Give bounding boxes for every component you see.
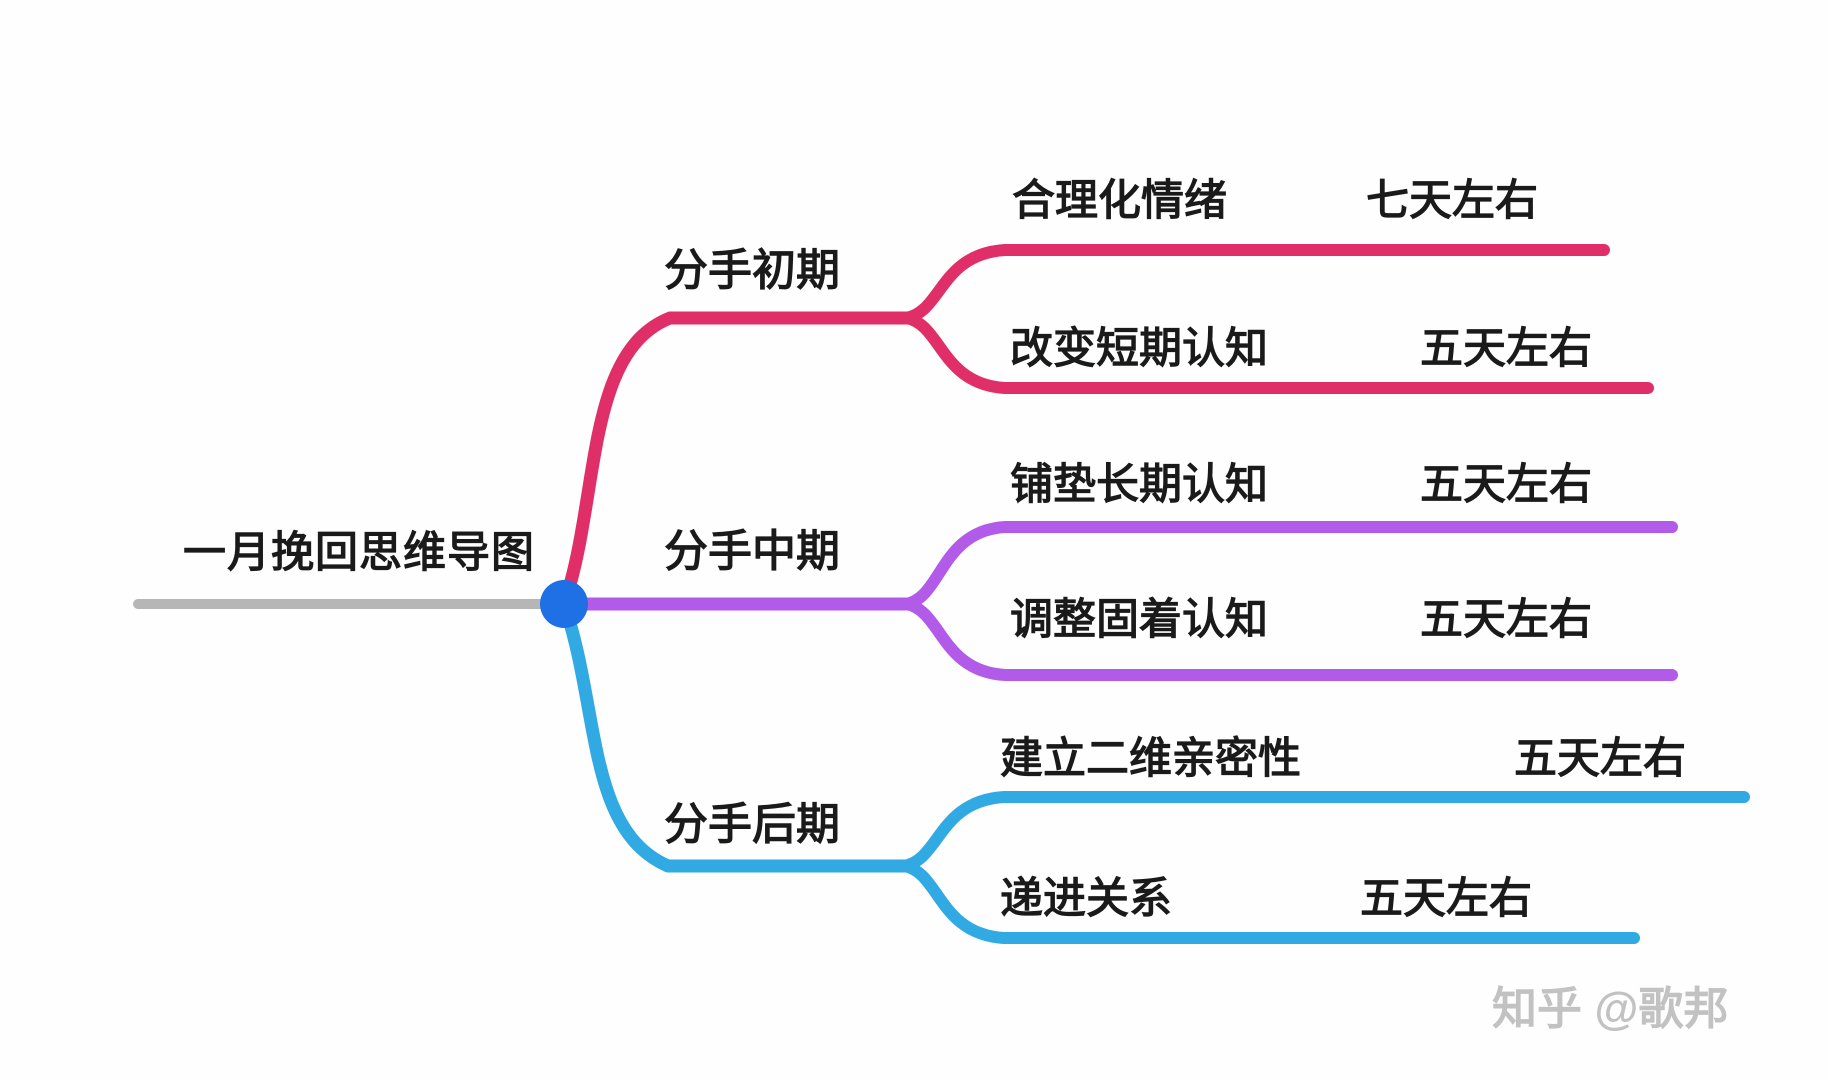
branch-late-leaf1-line [898,791,1750,872]
leaf-duration: 五天左右 [1514,735,1686,783]
leaf-duration: 七天左右 [1366,177,1538,225]
center-dot [540,580,588,628]
branch-early-leaf2-line [900,312,1654,394]
leaf-duration: 五天左右 [1420,461,1592,509]
branch-early-label: 分手初期 [664,246,840,295]
branch-late-curve [557,597,911,873]
branch-mid-leaf2-line [900,598,1678,681]
leaf-label: 改变短期认知 [1010,325,1268,373]
branch-early-leaf1-line [900,244,1610,324]
branch-mid-leaf1-line [900,521,1678,610]
leaf-duration: 五天左右 [1360,875,1532,923]
leaf-duration: 五天左右 [1420,325,1592,373]
leaf-label: 合理化情绪 [1012,177,1227,225]
leaf-label: 铺垫长期认知 [1010,461,1268,509]
leaf-label: 递进关系 [1000,875,1172,923]
leaf-label: 建立二维亲密性 [1000,735,1301,783]
leaf-duration: 五天左右 [1420,596,1592,644]
root-node-label: 一月挽回思维导图 [183,529,535,577]
watermark-text: 知乎 @歌邦 [1492,983,1729,1034]
branch-early-curve [557,311,913,611]
branch-mid-label: 分手中期 [664,527,840,576]
branch-late-label: 分手后期 [664,800,840,849]
branch-late-leaf2-line [898,860,1640,944]
leaf-label: 调整固着认知 [1010,596,1268,644]
